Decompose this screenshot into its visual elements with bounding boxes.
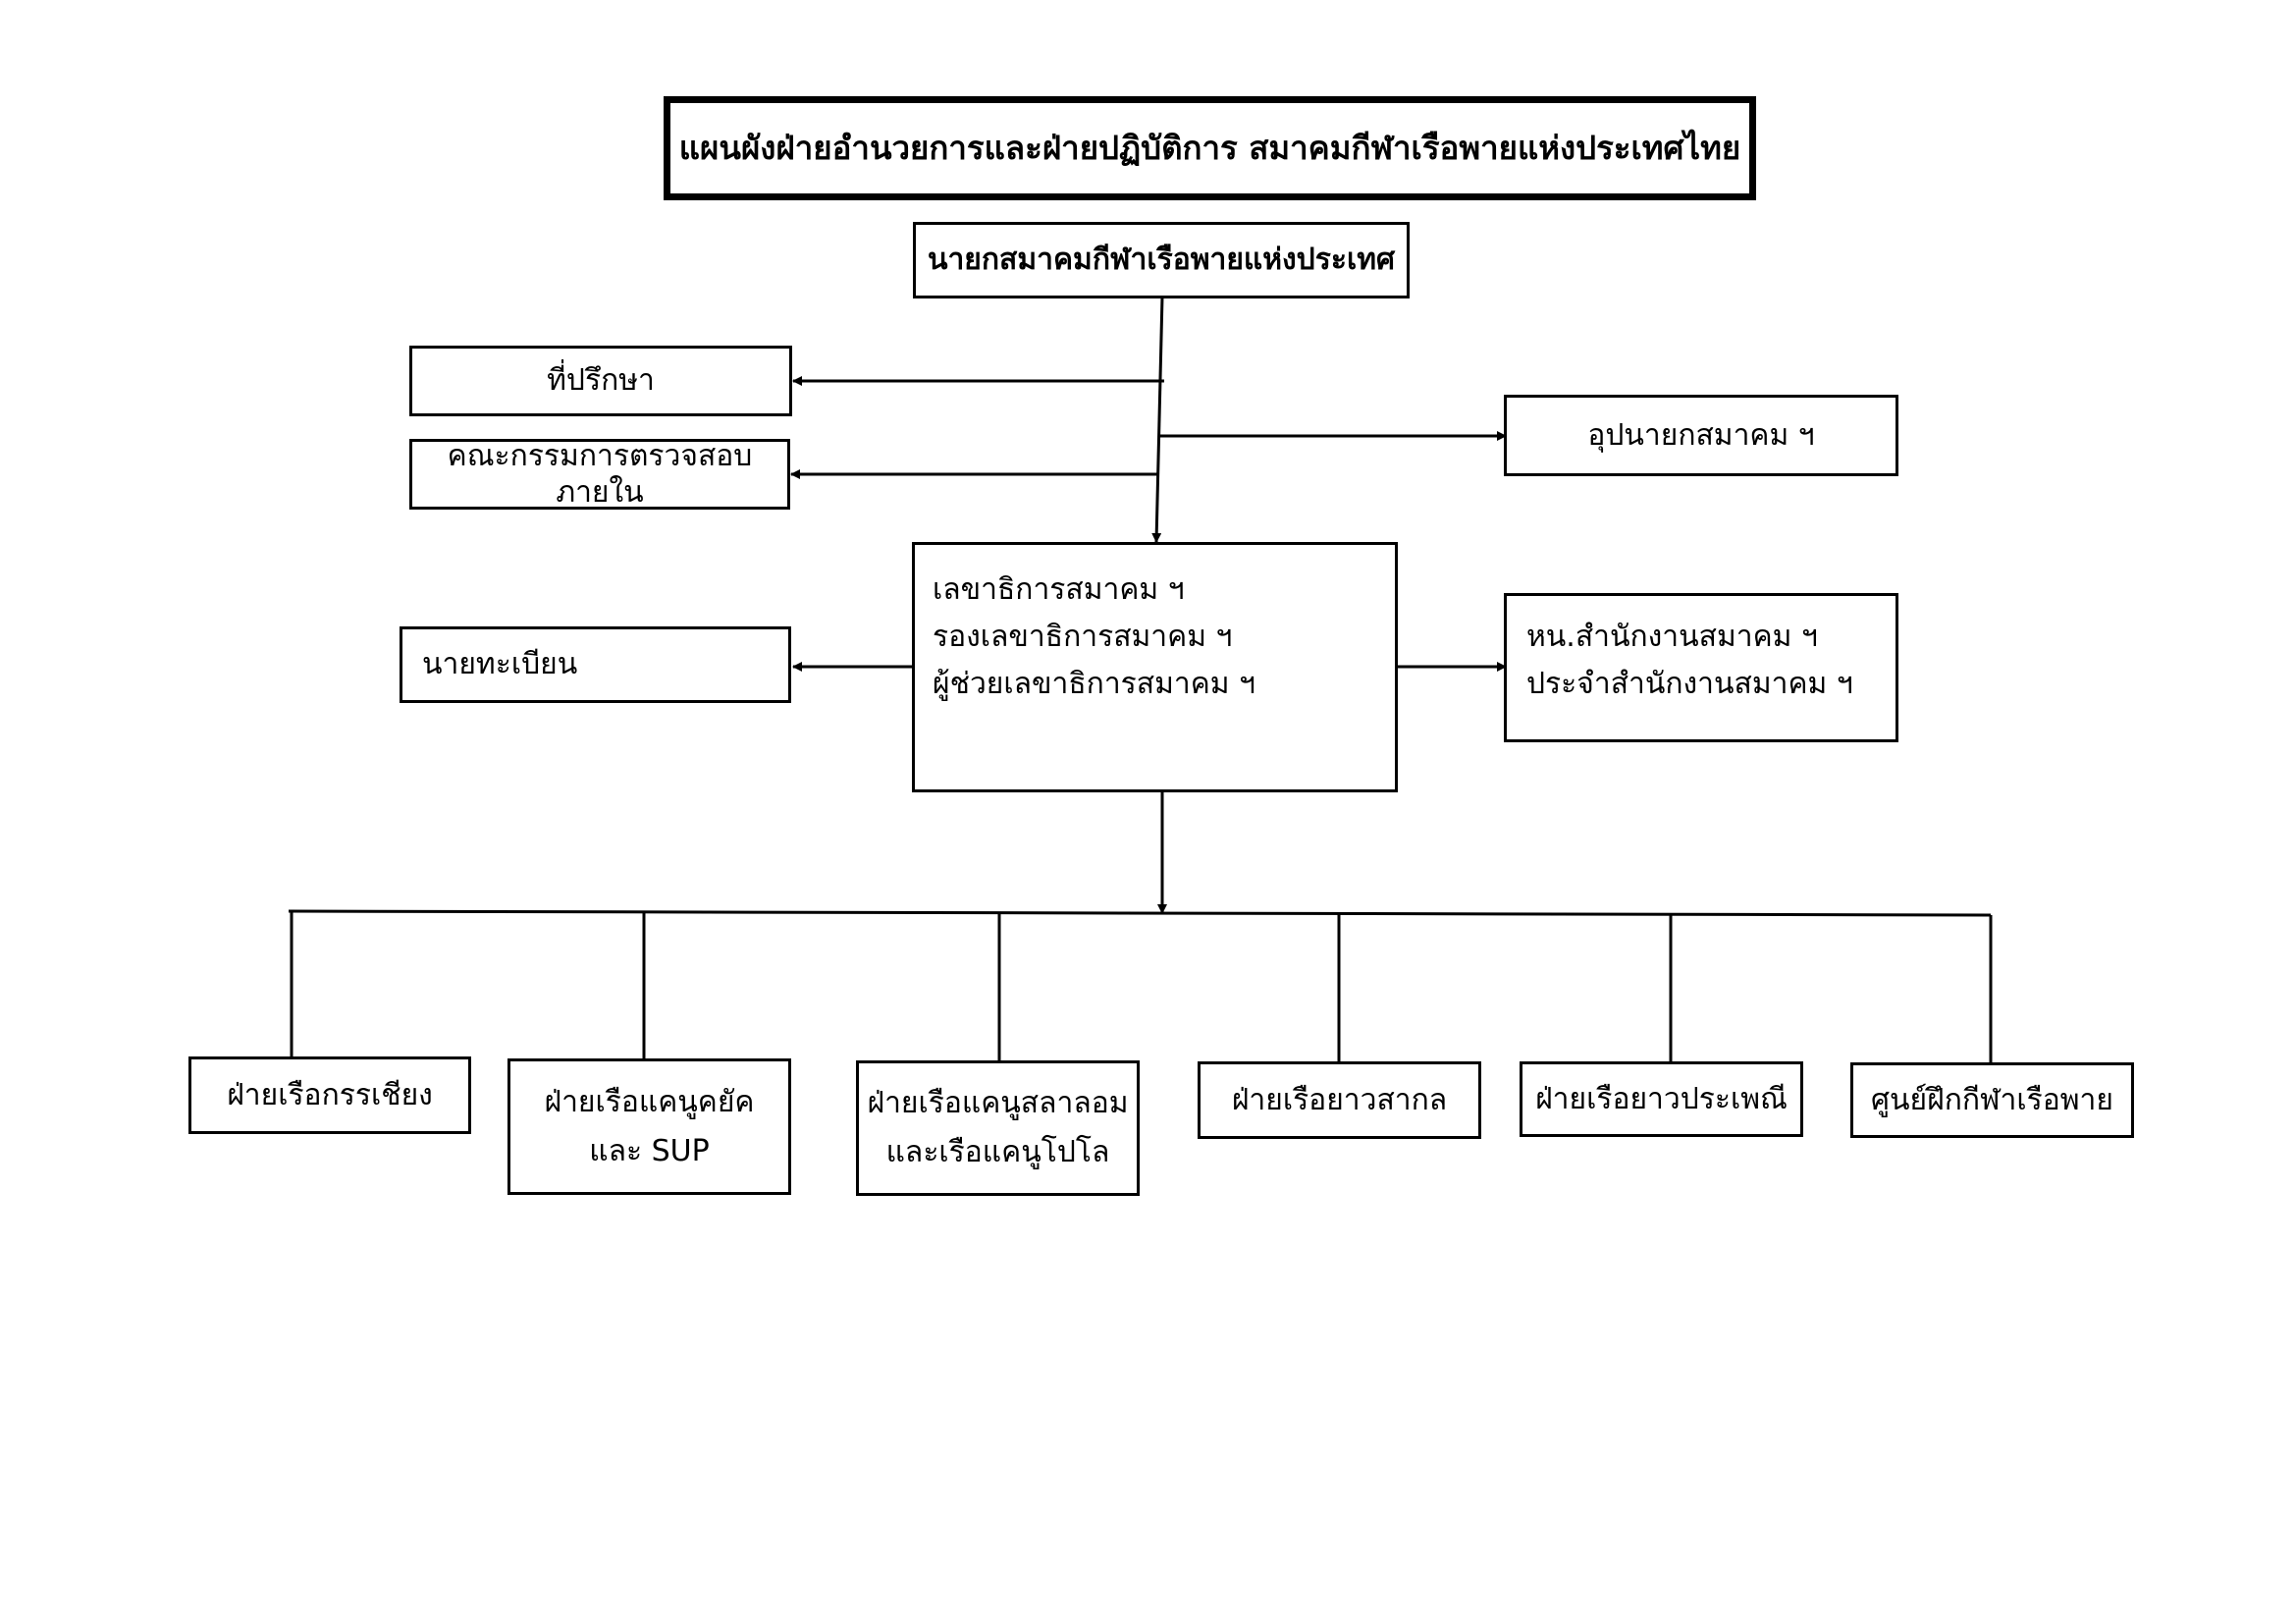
node-president: นายกสมาคมกีฬาเรือพายแห่งประเทศ: [913, 222, 1410, 298]
node-department-3-line2: และเรือแคนูโปโล: [885, 1135, 1110, 1169]
node-audit-committee: คณะกรรมการตรวจสอบภายใน: [409, 439, 790, 510]
node-secretariat-line1: เลขาธิการสมาคม ฯ: [933, 572, 1185, 607]
distribution-line: [288, 909, 1992, 917]
node-office-line1: หน.สำนักงานสมาคม ฯ: [1526, 620, 1818, 654]
node-secretariat-line3: ผู้ช่วยเลขาธิการสมาคม ฯ: [933, 667, 1255, 701]
chart-title: แผนผังฝ่ายอำนวยการและฝ่ายปฏิบัติการ สมาค…: [664, 96, 1756, 200]
node-department-1-line1: ฝ่ายเรือกรรเชียง: [227, 1077, 433, 1112]
node-department-2-line1: ฝ่ายเรือแคนูคยัค: [544, 1084, 755, 1119]
node-advisor: ที่ปรึกษา: [409, 346, 792, 416]
node-president-text: นายกสมาคมกีฬาเรือพายแห่งประเทศ: [927, 243, 1396, 278]
node-department-3: ฝ่ายเรือแคนูสลาลอม และเรือแคนูโปโล: [856, 1060, 1140, 1196]
node-department-2-line2: และ SUP: [589, 1133, 710, 1168]
node-registrar: นายทะเบียน: [400, 626, 791, 703]
node-department-5-line1: ฝ่ายเรือยาวประเพณี: [1535, 1081, 1788, 1116]
node-office: หน.สำนักงานสมาคม ฯ ประจำสำนักงานสมาคม ฯ: [1504, 593, 1898, 742]
trunk-line: [1151, 296, 1164, 543]
node-department-6-line1: ศูนย์ฝึกกีฬาเรือพาย: [1871, 1082, 2113, 1117]
node-secretariat: เลขาธิการสมาคม ฯ รองเลขาธิการสมาคม ฯ ผู้…: [912, 542, 1398, 792]
chart-title-text: แผนผังฝ่ายอำนวยการและฝ่ายปฏิบัติการ สมาค…: [678, 129, 1741, 168]
node-department-4-line1: ฝ่ายเรือยาวสากล: [1231, 1082, 1448, 1117]
node-vice-president-text: อุปนายกสมาคม ฯ: [1587, 417, 1815, 453]
node-audit-committee-text: คณะกรรมการตรวจสอบภายใน: [447, 438, 753, 511]
node-office-line2: ประจำสำนักงานสมาคม ฯ: [1526, 667, 1853, 701]
node-registrar-text: นายทะเบียน: [422, 647, 578, 682]
node-department-1: ฝ่ายเรือกรรเชียง: [188, 1056, 471, 1134]
node-secretariat-line2: รองเลขาธิการสมาคม ฯ: [933, 620, 1233, 654]
node-vice-president: อุปนายกสมาคม ฯ: [1504, 395, 1898, 476]
node-department-3-line1: ฝ่ายเรือแคนูสลาลอม: [867, 1086, 1129, 1120]
node-department-4: ฝ่ายเรือยาวสากล: [1198, 1061, 1481, 1139]
node-advisor-text: ที่ปรึกษา: [547, 363, 655, 399]
node-department-6: ศูนย์ฝึกกีฬาเรือพาย: [1850, 1062, 2134, 1138]
node-department-2: ฝ่ายเรือแคนูคยัค และ SUP: [507, 1058, 791, 1195]
node-department-5: ฝ่ายเรือยาวประเพณี: [1520, 1061, 1803, 1137]
